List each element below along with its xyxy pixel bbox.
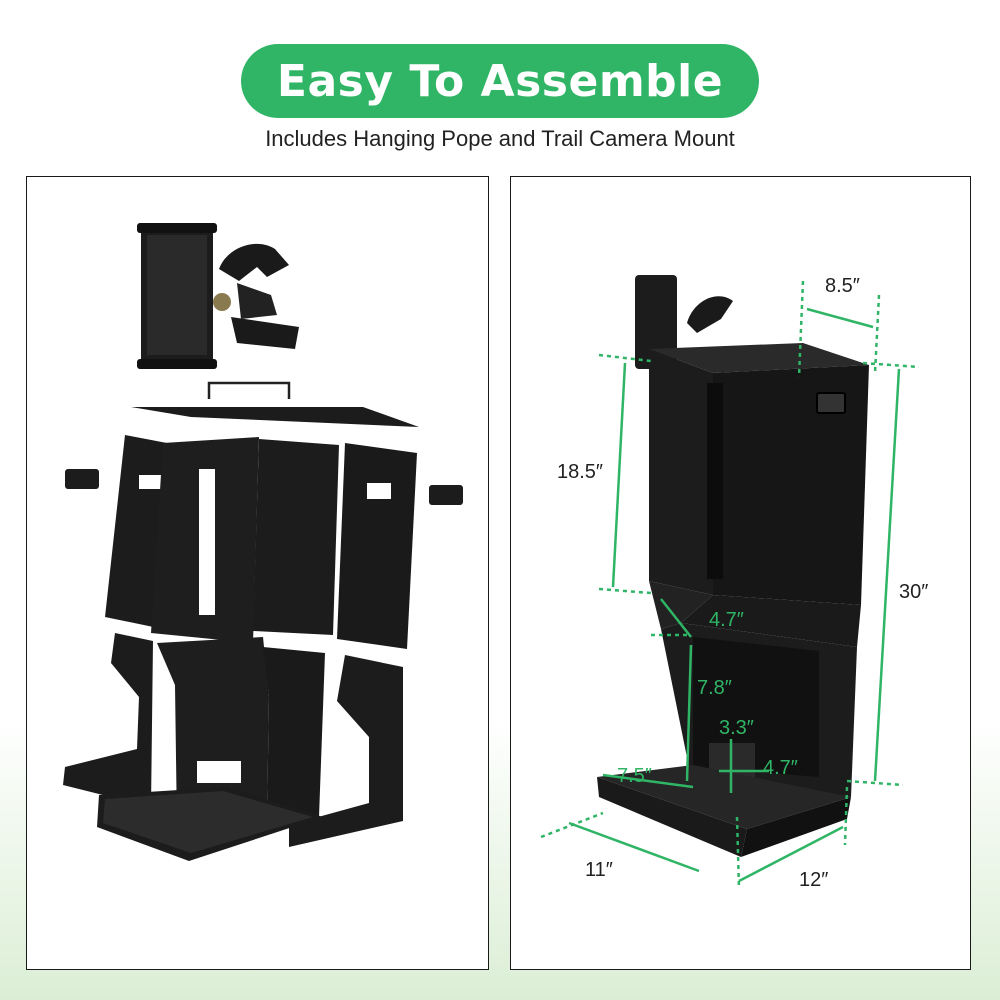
dim-opening-width: 4.7″ [763,757,798,779]
dim-total-height: 30″ [899,581,929,603]
upper-box-side [713,365,869,605]
handle-right [429,485,463,505]
clamp-icon [213,243,299,349]
dim-lower-height: 7.8″ [697,677,732,699]
dim-slope: 4.7″ [709,609,744,631]
clamp-icon [687,296,733,333]
dim-opening-height: 3.3″ [719,717,754,739]
dim-base-width: 11″ [585,859,613,881]
page-subtitle: Includes Hanging Pope and Trail Camera M… [265,126,735,151]
page-title: Easy To Assemble [276,55,724,107]
handle-left [65,469,99,489]
title-banner: Easy To Assemble [241,44,759,118]
upper-side-right [337,443,417,649]
assembled-dimensions-panel: 8.5″ 18.5″ 30″ 4.7″ 7.8″ 3.3″ 4.7″ 7.5″ … [510,176,971,970]
upper-back-panel [253,439,339,635]
lower-side-left [63,633,153,807]
base-tray [597,777,747,857]
exploded-parts-panel [26,176,489,970]
lower-side-right [289,655,403,847]
camera-mount-icon [635,275,677,369]
dim-tray-depth: 7.5″ [617,765,652,787]
dim-top-depth: 8.5″ [825,275,860,297]
assembled-product-illustration [540,275,920,890]
upper-box-front [649,349,713,595]
exploded-parts-illustration [63,223,463,861]
dim-upper-height: 18.5″ [557,461,604,483]
side-handle [816,392,846,414]
dim-base-depth: 12″ [799,869,829,891]
top-lid [131,407,419,427]
camera-mount-icon [137,223,217,369]
lower-back-panel [263,647,325,817]
